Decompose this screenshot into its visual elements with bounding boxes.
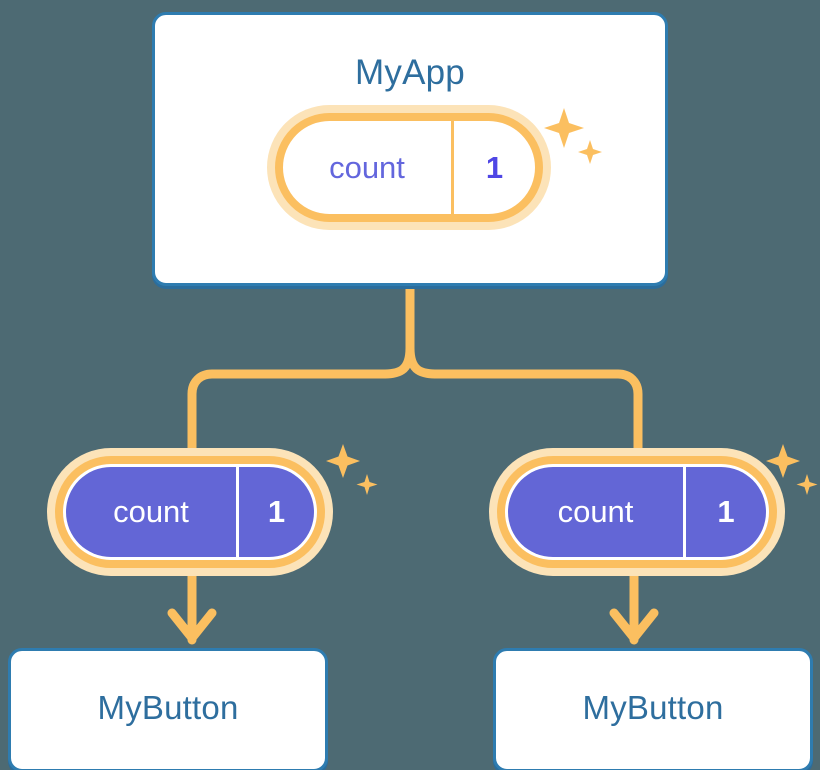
signal-value: 1 [683, 467, 766, 557]
signal-pill-mybutton-left[interactable]: count 1 [47, 448, 333, 576]
signal-pill-inner: count 1 [275, 113, 543, 222]
signal-value: 1 [451, 121, 535, 214]
signal-pill-mybutton-right[interactable]: count 1 [489, 448, 785, 576]
myapp-title: MyApp [355, 53, 465, 92]
signal-value: 1 [236, 467, 314, 557]
signal-pill-body: count 1 [66, 467, 314, 557]
branch-connector-icon [187, 281, 643, 475]
arrow-down-head-icon [609, 608, 659, 643]
signal-name: count [113, 494, 189, 529]
mybutton-title: MyButton [97, 689, 239, 726]
mybutton-title: MyButton [582, 689, 724, 726]
signal-pill-body: count 1 [508, 467, 766, 557]
signal-pill-inner: count 1 [497, 456, 777, 568]
mybutton-card-left[interactable]: MyButton [8, 648, 328, 770]
signal-pill-inner: count 1 [55, 456, 325, 568]
signal-pill-myapp[interactable]: count 1 [267, 105, 551, 230]
mybutton-card-right[interactable]: MyButton [493, 648, 813, 770]
signal-name: count [557, 494, 634, 529]
sparkles-icon [326, 444, 378, 495]
arrow-down-head-icon [167, 608, 217, 643]
signal-name: count [329, 149, 405, 185]
